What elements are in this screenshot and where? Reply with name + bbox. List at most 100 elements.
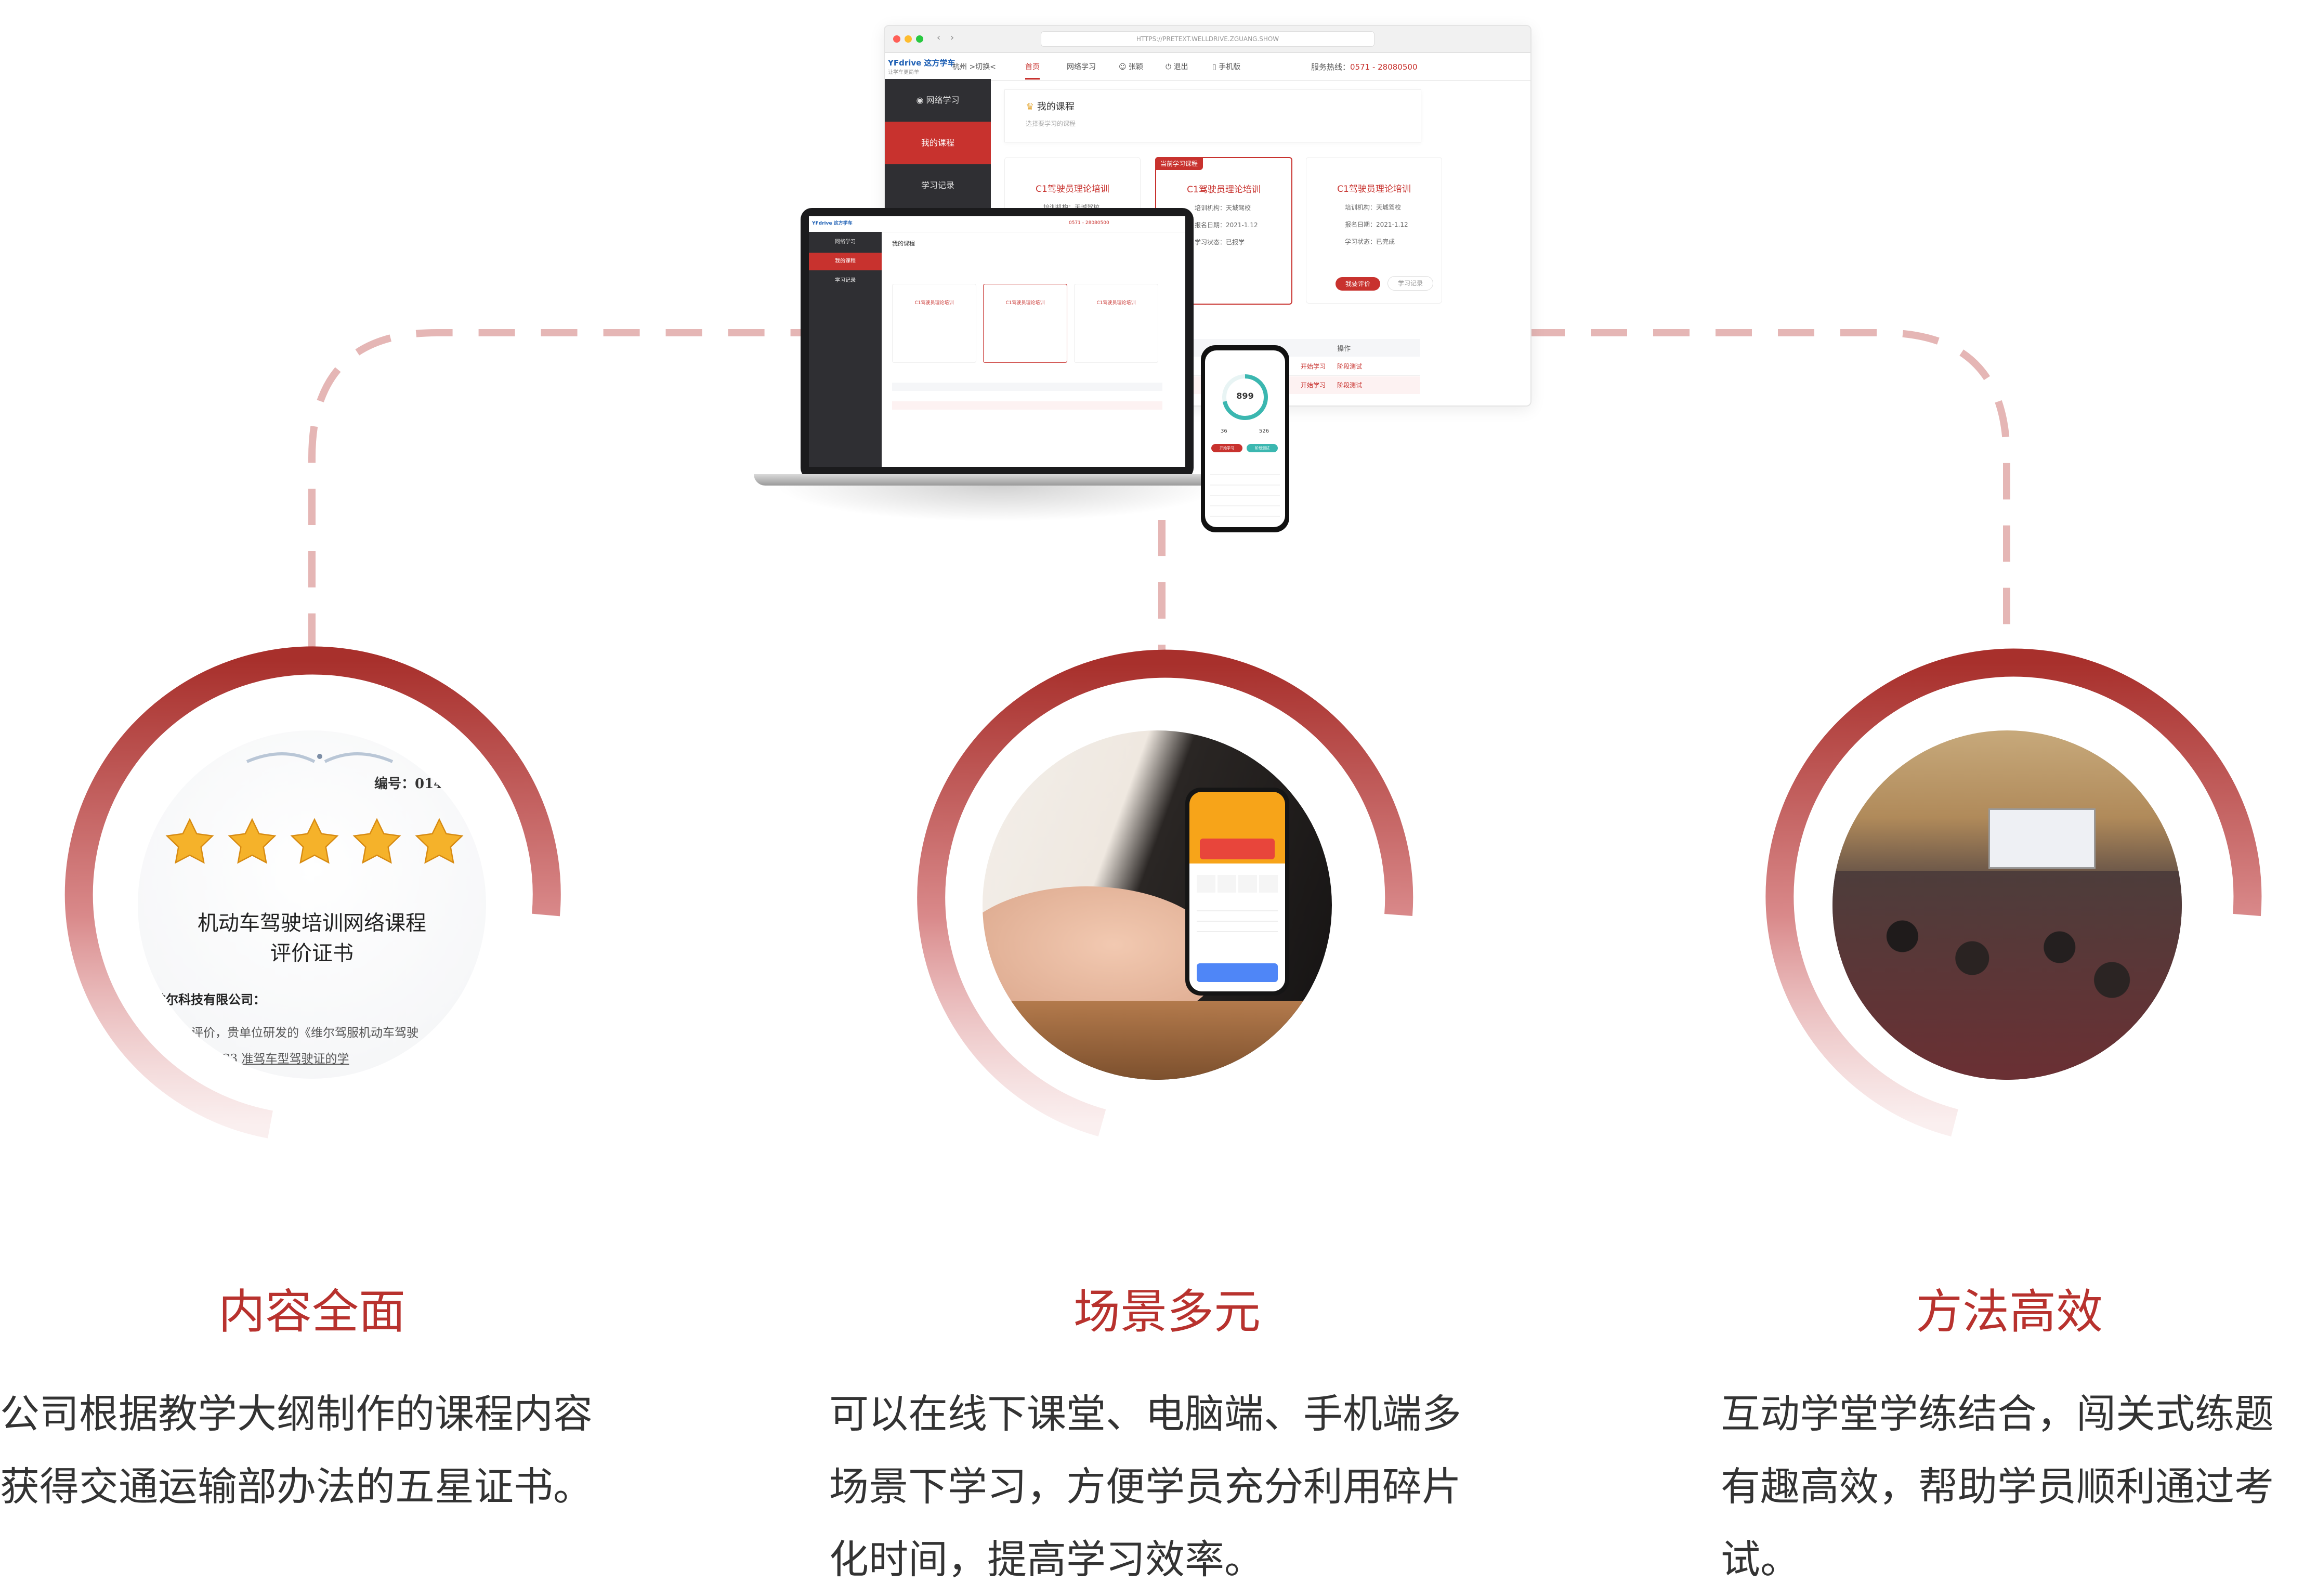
star-icon: [352, 818, 401, 864]
stage-test-link[interactable]: 阶段测试: [1337, 382, 1363, 389]
course-card-line: 培训机构：天城驾校: [1345, 204, 1402, 211]
start-learning-link[interactable]: 开始学习: [1301, 363, 1326, 370]
audience-shape: [1832, 871, 2182, 1080]
course-card[interactable]: C1驾驶员理论培训 培训机构：天城驾校 报名日期：2021-1.12 学习状态：…: [1306, 157, 1442, 304]
power-icon: ⏻: [1166, 63, 1174, 71]
arc-right: [1765, 648, 2262, 1137]
phone-mockup: 899 36 526 开始学习 阶段测试: [1201, 345, 1289, 532]
course-card-line: 培训机构：天城驾校: [1195, 204, 1251, 212]
certificate-emblem-icon: [246, 752, 394, 763]
laptop-sidebar-item: 我的课程: [809, 253, 882, 270]
my-courses-panel: ♛ 我的课程 选择要学习的课程: [1004, 89, 1421, 142]
laptop-base: [754, 474, 1242, 486]
course-card-line: 报名日期：2021-1.12: [1345, 221, 1408, 228]
city-switch[interactable]: 杭州 >切换<: [952, 63, 996, 71]
mobile-icon: ▯: [1212, 63, 1219, 71]
laptop-sidebar-item: 网络学习: [835, 239, 856, 245]
course-card-title: C1驾驶员理论培训: [1337, 184, 1411, 194]
learning-record-button[interactable]: 学习记录: [1387, 276, 1433, 291]
laptop-panel-title: 我的课程: [892, 240, 915, 247]
arc-left: [64, 646, 561, 1139]
crown-icon: ♛: [1026, 101, 1037, 112]
hotline-number: 0571 - 28080500: [1350, 62, 1418, 72]
current-course-ribbon: 当前学习课程: [1155, 157, 1203, 170]
panel-title: ♛ 我的课程: [1026, 99, 1075, 113]
star-icon: [228, 818, 277, 864]
nav-mobile[interactable]: ▯ 手机版: [1212, 61, 1240, 72]
site-logo-subtitle: 让学车更简单: [888, 70, 919, 75]
forward-arrow-icon[interactable]: ›: [950, 32, 954, 43]
phone-test-button[interactable]: 阶段测试: [1247, 444, 1278, 452]
laptop-sidebar-item: 学习记录: [835, 278, 856, 283]
table-surface: [983, 1001, 1332, 1080]
maximize-dot-icon: [916, 35, 923, 43]
stage-test-link[interactable]: 阶段测试: [1337, 363, 1363, 370]
description-line: 可以在线下课堂、电脑端、手机端多: [829, 1391, 1461, 1437]
nav-home[interactable]: 首页: [1025, 61, 1040, 80]
nav-online-learning[interactable]: 网络学习: [1067, 63, 1096, 71]
laptop-mockup: YFdrive 这方学车 0571 - 28080500 网络学习 我的课程 学…: [801, 208, 1194, 479]
classroom-photo: [1832, 730, 2182, 1080]
feature-title: 方法高效: [1916, 1285, 2103, 1339]
laptop-hotline: 0571 - 28080500: [1069, 220, 1109, 226]
minimize-dot-icon: [905, 35, 912, 43]
course-card-line: 学习状态：已完成: [1345, 238, 1395, 245]
laptop-logo: YFdrive 这方学车: [812, 221, 853, 226]
laptop-course-card: C1驾驶员理论培训: [892, 284, 976, 363]
rate-button[interactable]: 我要评价: [1336, 277, 1380, 291]
feature-title: 内容全面: [218, 1285, 405, 1339]
user-icon: ☺: [1119, 63, 1129, 71]
service-hotline: 服务热线：0571 - 28080500: [1311, 61, 1418, 72]
mobile-learning-photo: [983, 730, 1332, 1080]
course-card-line: 报名日期：2021-1.12: [1195, 221, 1258, 229]
hotline-label: 服务热线：: [1311, 62, 1351, 72]
back-arrow-icon[interactable]: ‹: [937, 32, 941, 43]
stat-value: 526: [1259, 428, 1269, 434]
sidebar-item-learning-record[interactable]: 学习记录: [921, 180, 954, 190]
description-line: 试。: [1721, 1536, 1800, 1582]
sidebar-item-my-courses[interactable]: 我的课程: [885, 122, 991, 164]
score-gauge: [1222, 374, 1268, 420]
score-value: 899: [1236, 391, 1254, 401]
close-dot-icon: [893, 35, 900, 43]
stat-value: 36: [1221, 428, 1227, 434]
course-card-title: C1驾驶员理论培训: [1036, 184, 1109, 194]
nav-logout[interactable]: ⏻ 退出: [1166, 61, 1188, 72]
certificate-title-line1: 机动车驾驶培训网络课程: [198, 911, 426, 935]
certificate-title-line2: 评价证书: [270, 941, 354, 965]
description-line: 化时间，提高学习效率。: [829, 1536, 1264, 1582]
site-logo[interactable]: YFdrive 这方学车: [888, 58, 955, 68]
laptop-shadow: [775, 486, 1222, 522]
nav-user[interactable]: ☺ 张颖: [1119, 61, 1143, 72]
sidebar-item-online-learning[interactable]: ◉ 网络学习: [885, 79, 991, 122]
description-line: 互动学堂学练结合，闯关式练题: [1721, 1391, 2274, 1437]
table-header: 操作: [1337, 345, 1351, 353]
feature-description: 公司根据教学大纲制作的课程内容 获得交通运输部办法的五星证书。: [0, 1378, 639, 1523]
phone-screen: 899 36 526 开始学习 阶段测试: [1205, 350, 1285, 527]
url-bar[interactable]: HTTPS://PRETEXT.WELLDRIVE.ZGUANG.SHOW: [1041, 31, 1374, 47]
description-line: 有趣高效，帮助学员顺利通过考: [1721, 1463, 2274, 1510]
description-line: 公司根据教学大纲制作的课程内容: [0, 1391, 593, 1437]
certificate-body-line2: C1/C2/C3 准驾车型驾驶证的学: [179, 1052, 349, 1066]
course-card-title: C1驾驶员理论培训: [1187, 185, 1261, 195]
course-card-line: 学习状态：已报学: [1195, 239, 1245, 246]
phone-start-button[interactable]: 开始学习: [1211, 444, 1242, 452]
five-star-rating: [159, 816, 470, 868]
held-phone: [1185, 788, 1289, 996]
panel-subtitle: 选择要学习的课程: [1026, 120, 1076, 127]
star-icon: [290, 818, 339, 864]
laptop-screen: YFdrive 这方学车 0571 - 28080500 网络学习 我的课程 学…: [809, 216, 1185, 467]
nav-user-label: 张颖: [1129, 63, 1144, 71]
star-icon: [415, 818, 464, 864]
start-learning-link[interactable]: 开始学习: [1301, 382, 1326, 389]
laptop-course-card: C1驾驶员理论培训: [983, 284, 1067, 363]
feature-description: 互动学堂学练结合，闯关式练题 有趣高效，帮助学员顺利通过考 试。: [1721, 1378, 2304, 1596]
certificate-number: 编号：014.: [374, 776, 448, 792]
certificate-company: 维尔科技有限公司：: [153, 992, 266, 1007]
sidebar-item-label: 网络学习: [926, 95, 960, 105]
arc-center: [917, 649, 1413, 1136]
browser-toolbar: ‹ › HTTPS://PRETEXT.WELLDRIVE.ZGUANG.SHO…: [885, 26, 1530, 53]
panel-title-text: 我的课程: [1037, 101, 1075, 112]
